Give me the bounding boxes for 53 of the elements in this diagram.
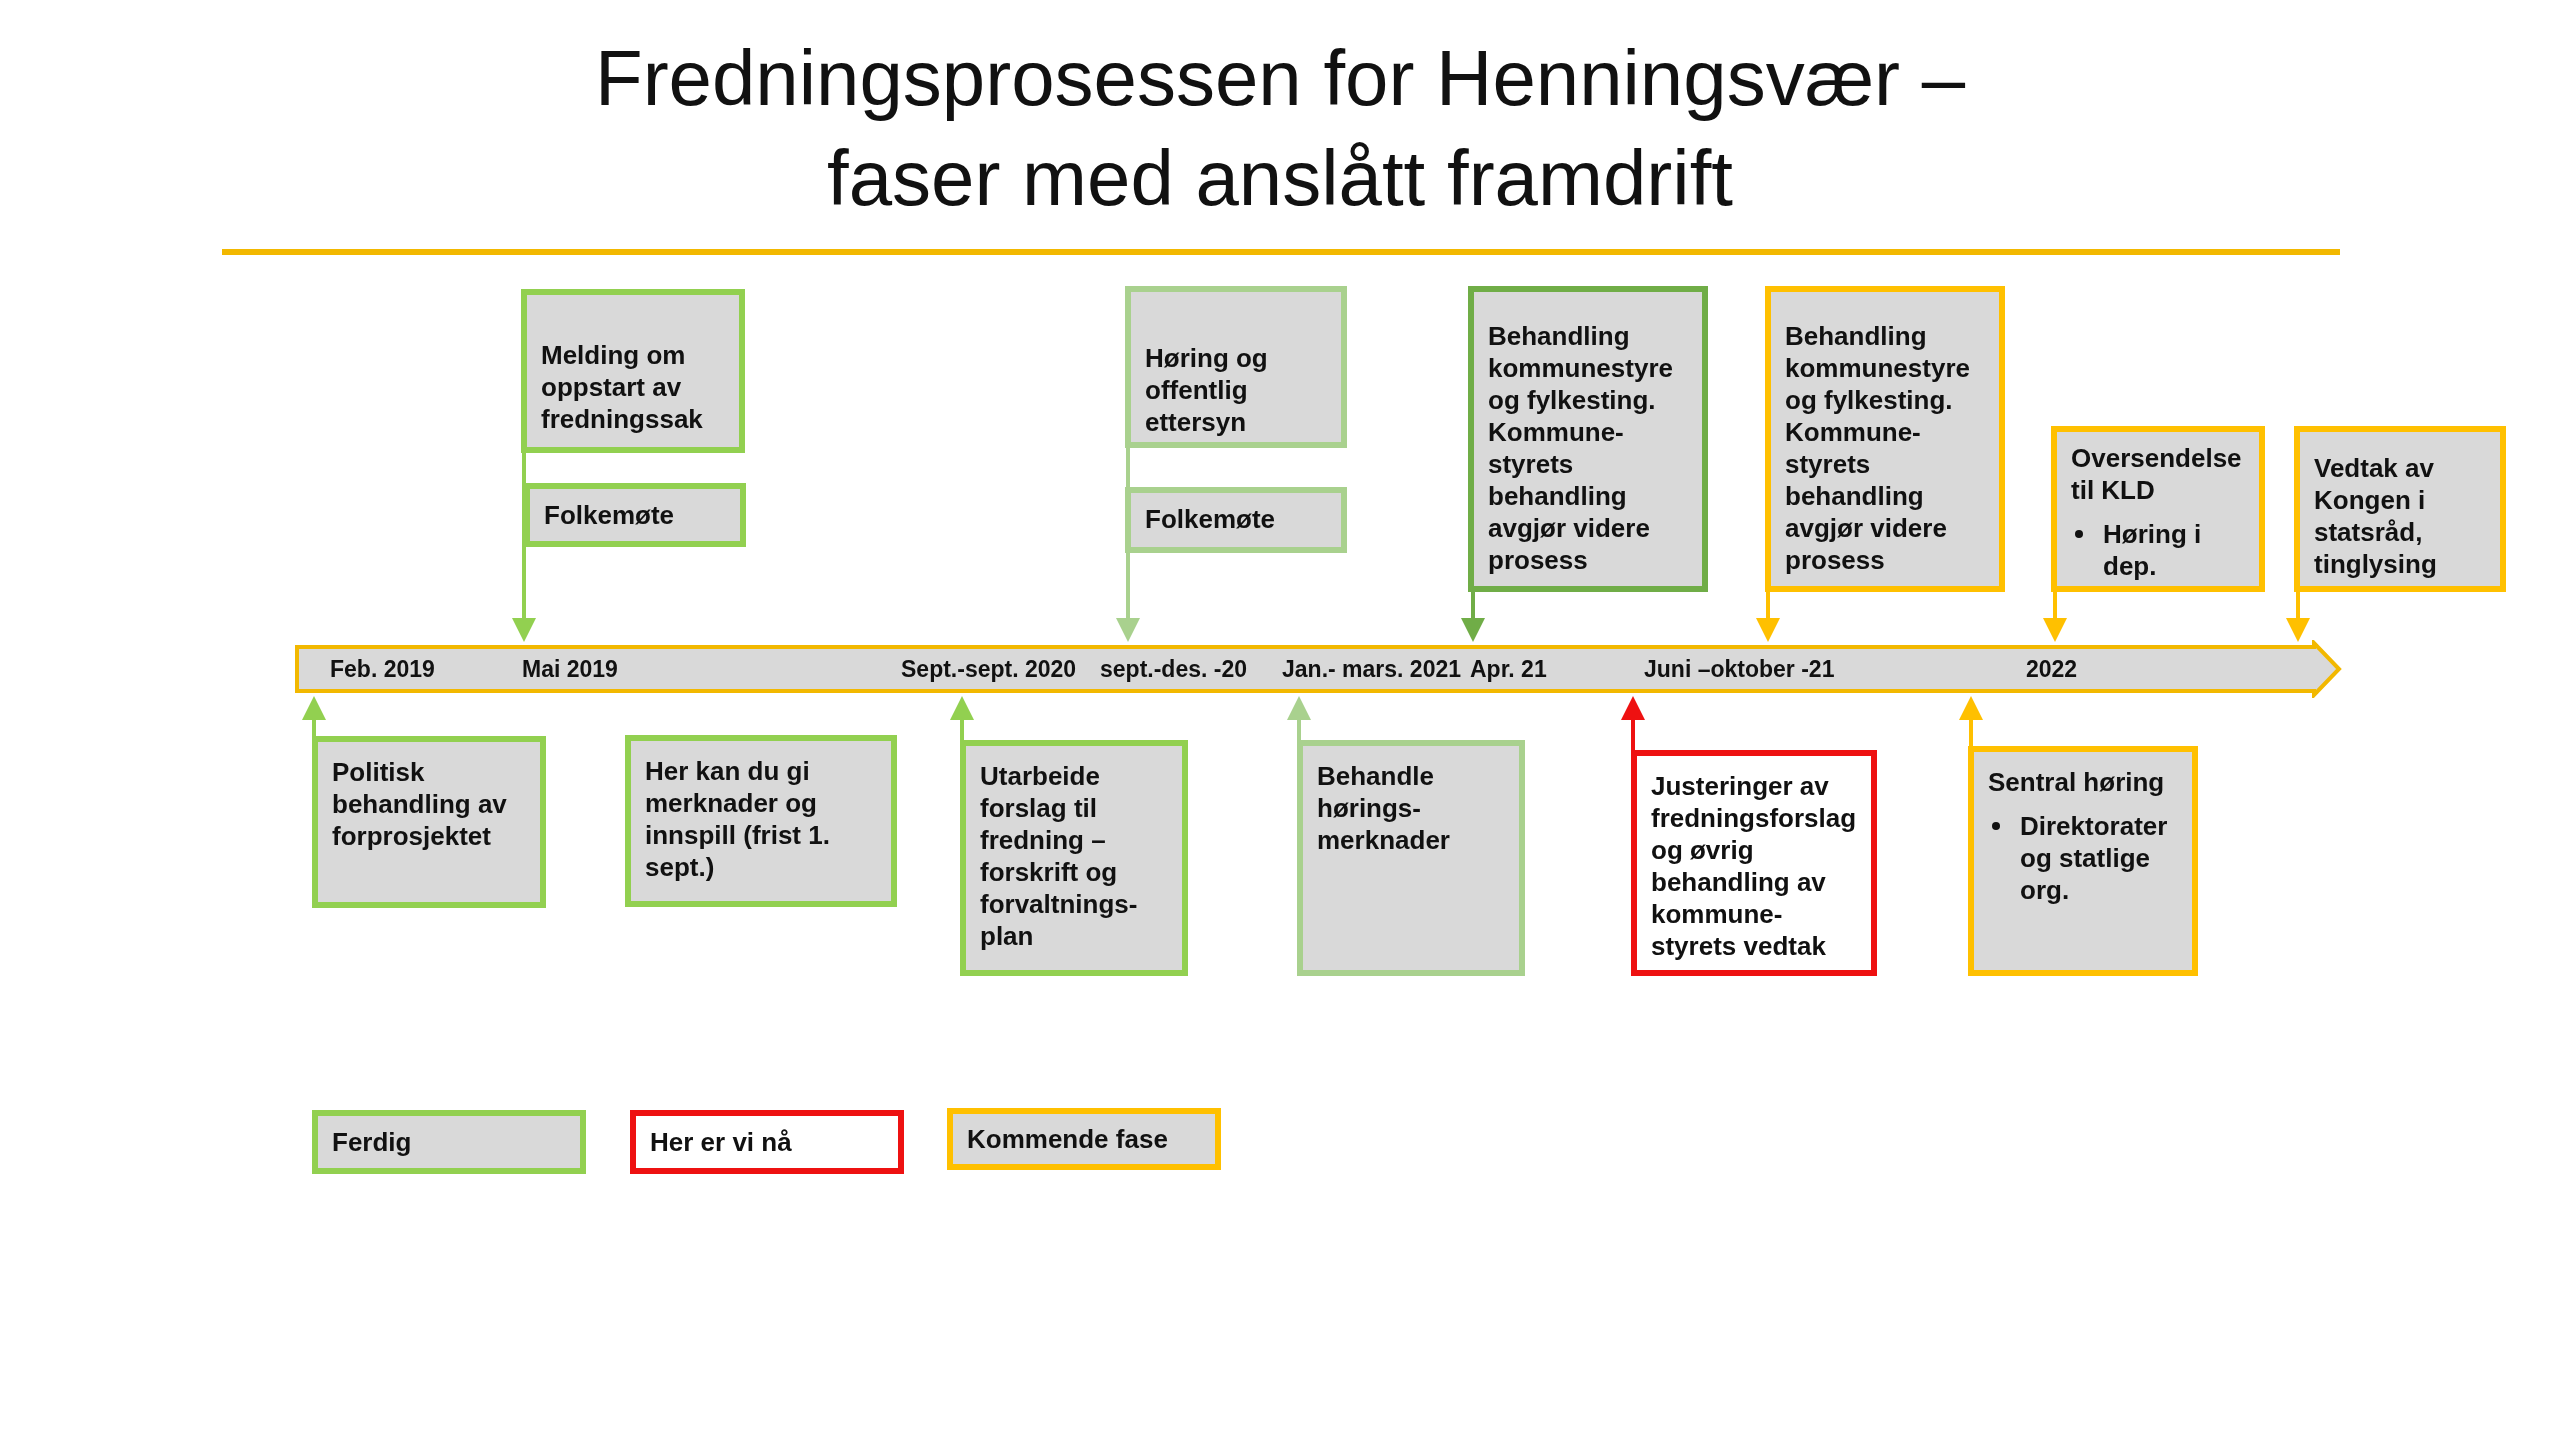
- diagram-title: Fredningsprosessen for Henningsvær – faser med anslått framdrift: [594, 33, 1966, 224]
- arrow: [1756, 592, 1780, 642]
- phase-text: Oversendelse til KLD: [2071, 442, 2243, 506]
- legend-item: Kommende fase: [947, 1108, 1221, 1170]
- date-label: Feb. 2019: [330, 656, 435, 682]
- phase-box: [312, 736, 546, 908]
- arrow: [950, 696, 974, 740]
- phase-box: [2294, 426, 2506, 592]
- phase-text: Høring og offentlig ettersyn: [1145, 342, 1269, 438]
- arrow: [302, 696, 326, 736]
- legend-item: Ferdig: [312, 1110, 586, 1174]
- timeline-arrow: [294, 640, 2342, 698]
- phase-text: Utarbeide forslag til fredning – forskrift og forvaltnings-plan: [980, 760, 1139, 952]
- phase-box: [1765, 286, 2005, 592]
- arrow: [2043, 592, 2067, 642]
- phase-text: Vedtak av Kongen i statsråd, tinglysing: [2314, 452, 2438, 580]
- bullet-text: Direktorater og statlige org.: [2020, 810, 2169, 906]
- arrow: [512, 453, 536, 642]
- phase-text: Sentral høring: [1988, 766, 2166, 798]
- phase-box: [1125, 286, 1347, 448]
- phase-box: [1468, 286, 1708, 592]
- phase-box: [1125, 487, 1347, 553]
- date-label: Mai 2019: [522, 656, 618, 682]
- phase-box: [1297, 740, 1525, 976]
- phase-text: Justeringer av fredningsforslag og øvrig behandling av kommune-styrets vedtak: [1651, 770, 1858, 962]
- phase-text: Her kan du gi merknader og innspill (frist 1. sept.): [645, 755, 831, 883]
- arrow: [1461, 592, 1485, 642]
- arrow: [1959, 696, 1983, 746]
- date-label: Jan.- mars. 2021: [1282, 656, 1461, 682]
- phase-box: [625, 735, 897, 907]
- phase-box: [524, 483, 746, 547]
- phase-text: Behandling kommunestyre og fylkesting. Kommune-styrets behandling avgjør videre prosess: [1785, 320, 1971, 576]
- phase-text: Folkemøte: [544, 499, 676, 531]
- phase-text: Politisk behandling av forprosjektet: [332, 756, 508, 852]
- bullet-text: Høring i dep.: [2103, 518, 2203, 582]
- phase-text: Folkemøte: [1145, 503, 1277, 535]
- phase-box: [960, 740, 1188, 976]
- phase-box: [521, 289, 745, 453]
- arrow: [1287, 696, 1311, 740]
- date-label: Juni –oktober -21: [1644, 656, 1835, 682]
- date-label: sept.-des. -20: [1100, 656, 1247, 682]
- phase-box: [2051, 426, 2265, 592]
- date-label: Sept.-sept. 2020: [901, 656, 1077, 682]
- phase-text: Behandle hørings-merknader: [1317, 760, 1451, 856]
- phase-box: [1631, 750, 1877, 976]
- arrow: [2286, 592, 2310, 642]
- date-label: Apr. 21: [1470, 656, 1547, 682]
- date-label: 2022: [2026, 656, 2078, 682]
- phase-text: Behandling kommunestyre og fylkesting. Kommune-styrets behandling avgjør videre prosess: [1488, 320, 1674, 576]
- arrow: [1621, 696, 1645, 750]
- phase-box: [1968, 746, 2198, 976]
- legend-item: Her er vi nå: [630, 1110, 904, 1174]
- phase-text: Melding om oppstart av fredningssak: [541, 339, 704, 435]
